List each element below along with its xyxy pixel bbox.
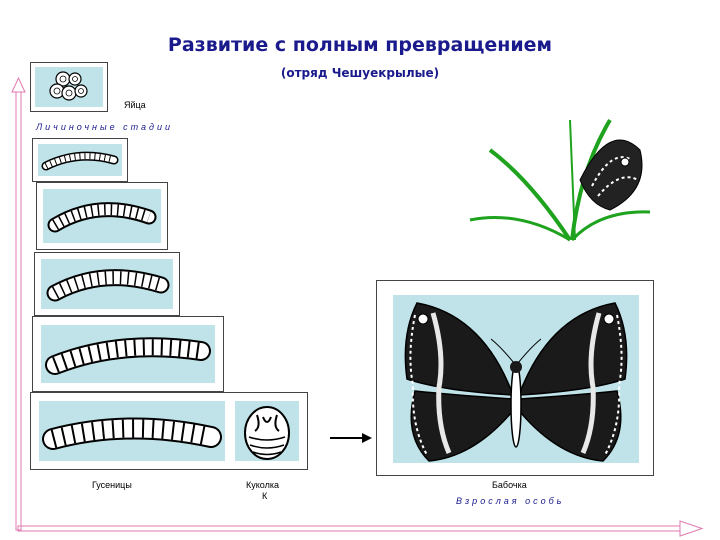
page-subtitle: (отряд Чешуекрылые): [280, 66, 440, 80]
eggs-illustration: [49, 71, 88, 101]
larva-stage-3-panel: [34, 252, 180, 316]
vertical-axis-arrowhead: [11, 76, 26, 93]
pupa-label: Куколка: [246, 480, 279, 490]
butterfly-panel: [376, 280, 654, 476]
adult-label: Взрослая особь: [456, 496, 565, 506]
larva-stage-3-illustration: [46, 269, 170, 302]
pupa-illustration: [244, 406, 290, 460]
butterfly-label: Бабочка: [492, 480, 527, 490]
eggs-label: Яйца: [124, 100, 146, 110]
page-title: Развитие с полным превращением: [167, 34, 553, 56]
transition-arrow-head: [362, 433, 372, 443]
eggs-panel: [30, 62, 108, 112]
butterfly-illustration: [404, 302, 628, 462]
butterfly-on-leaf-illustration: [469, 118, 651, 242]
larva-stage-2-panel: [36, 182, 168, 250]
horizontal-axis: [17, 525, 684, 532]
larva-stage-5-panel: [30, 392, 308, 470]
larva-stage-1-illustration: [41, 151, 119, 171]
larval-stages-label: Личиночные стадии: [36, 122, 174, 132]
caterpillars-label: Гусеницы: [92, 480, 132, 490]
larva-stage-4-illustration: [45, 337, 211, 375]
larva-stage-4-panel: [32, 316, 224, 392]
pupa-letter-label: К: [262, 491, 268, 501]
larva-stage-2-illustration: [47, 202, 157, 233]
larva-stage-1-panel: [32, 138, 128, 182]
horizontal-axis-arrowhead: [679, 520, 704, 537]
vertical-axis: [15, 89, 22, 531]
larva-stage-5-illustration: [42, 417, 222, 450]
